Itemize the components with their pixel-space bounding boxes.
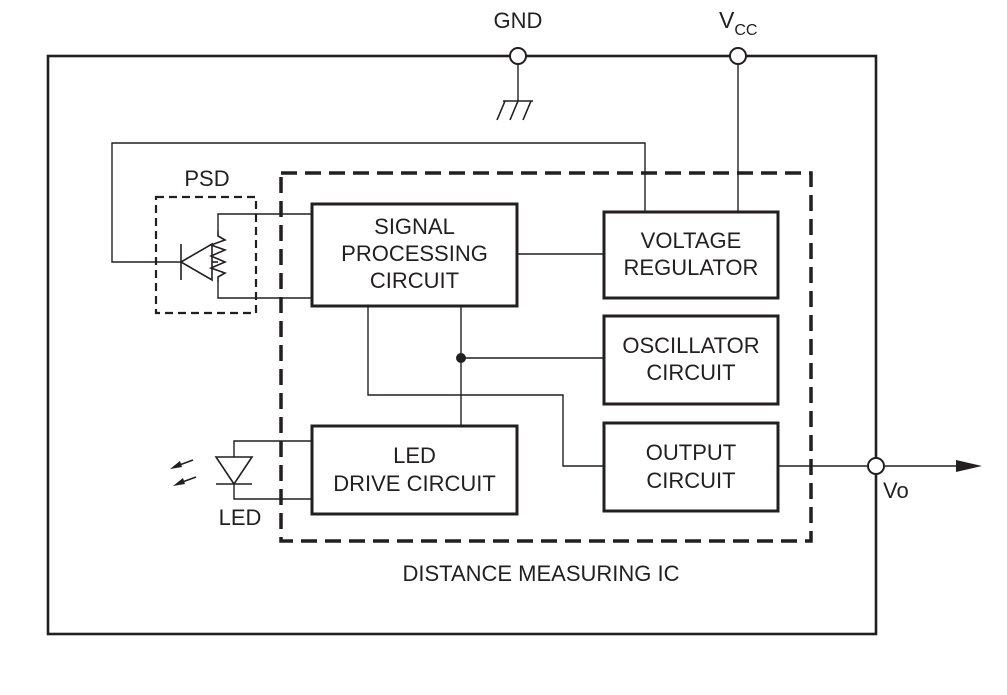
voltage-regulator-block: VOLTAGE REGULATOR [602, 210, 780, 300]
led-icon [214, 456, 254, 486]
vo-label: Vo [883, 478, 909, 503]
block-label-line: OUTPUT [646, 440, 736, 465]
wires [111, 64, 958, 500]
module-boundary [46, 54, 878, 636]
oscillator-block: OSCILLATOR CIRCUIT [602, 314, 780, 406]
light-emission-icon [170, 459, 197, 486]
vo-terminal [867, 457, 885, 475]
output-arrow-icon [956, 460, 982, 472]
psd-icon [179, 231, 228, 282]
gnd-terminal [509, 47, 527, 65]
ic-label: DISTANCE MEASURING IC [402, 561, 679, 586]
ground-icon [496, 100, 533, 121]
gnd-label: GND [494, 8, 543, 33]
signal-processing-block: SIGNAL PROCESSING CIRCUIT [310, 202, 519, 308]
vcc-label: VCC [719, 7, 757, 39]
vcc-main: V [719, 7, 735, 33]
block-label-line: OSCILLATOR [622, 333, 759, 358]
psd-boundary [154, 195, 258, 315]
psd-label: PSD [184, 166, 229, 191]
led-label: LED [219, 505, 262, 530]
led-drive-block: LED DRIVE CIRCUIT [310, 424, 519, 516]
block-label-line: LED [393, 443, 436, 468]
output-circuit-block: OUTPUT CIRCUIT [602, 421, 780, 513]
block-label-line: DRIVE CIRCUIT [333, 471, 496, 496]
block-label-line: CIRCUIT [646, 468, 735, 493]
block-label-line: VOLTAGE [641, 228, 742, 253]
vcc-subscript: CC [734, 22, 757, 39]
block-label-line: REGULATOR [624, 255, 759, 280]
junction-dot [456, 353, 466, 363]
block-label-line: CIRCUIT [370, 268, 459, 293]
block-label-line: CIRCUIT [646, 360, 735, 385]
ic-boundary [279, 171, 813, 543]
block-label-line: PROCESSING [341, 241, 488, 266]
block-label-line: SIGNAL [374, 214, 455, 239]
vcc-terminal [729, 47, 747, 65]
